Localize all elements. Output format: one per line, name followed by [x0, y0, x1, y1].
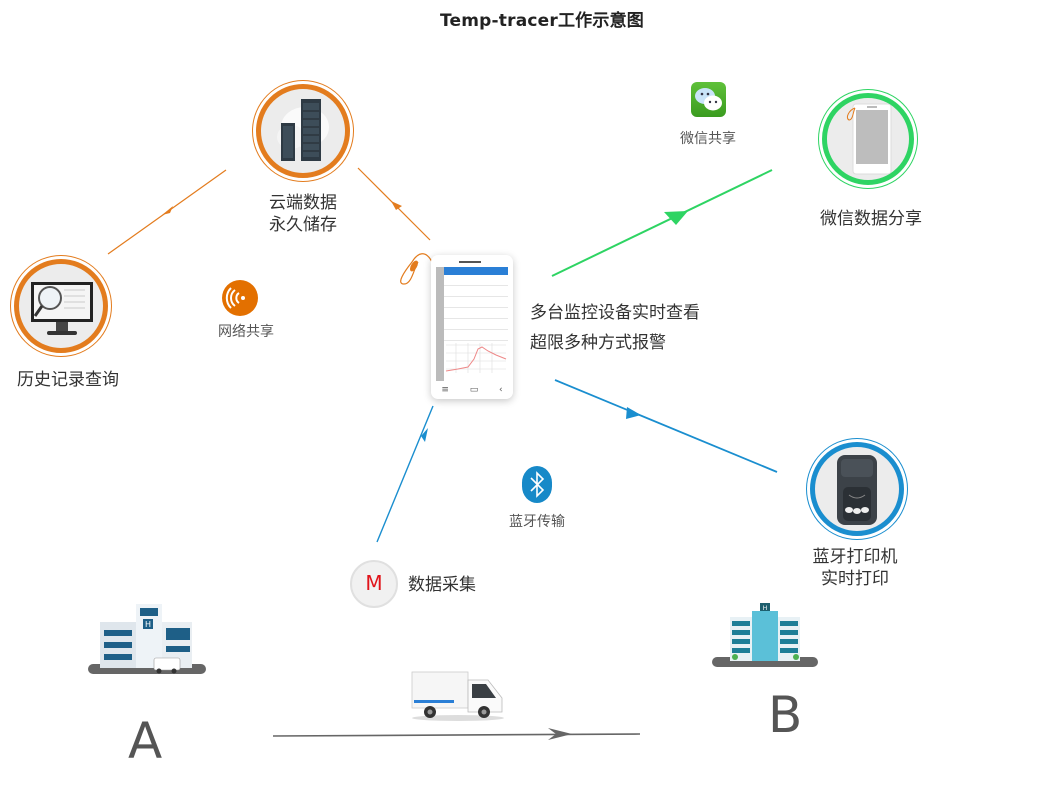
wifi-signal-icon [222, 280, 258, 316]
cloud-storage-label-line1: 云端数据 [269, 193, 337, 213]
bluetooth-printer-node [810, 442, 904, 536]
network-share-label: 网络共享 [218, 324, 274, 340]
monitor-magnifier-icon [31, 282, 93, 335]
lanyard-strap [400, 253, 433, 285]
bluetooth-printer-label-line1: 蓝牙打印机 [812, 547, 898, 567]
phone-speaker [459, 261, 481, 263]
arrow-head-phone-to-printer [626, 407, 641, 419]
svg-text:H: H [145, 620, 151, 629]
bluetooth-icon [522, 466, 552, 503]
diagram-title: Temp-tracer工作示意图 [440, 11, 644, 31]
temperature-curve [445, 343, 507, 373]
transport-line-a-to-b [272, 733, 641, 737]
data-logger-badge: M [350, 560, 398, 608]
server-cloud-icon [277, 99, 329, 161]
delivery-truck-icon [408, 668, 508, 722]
center-phone-description-line2: 超限多种方式报警 [530, 333, 666, 353]
flow-line-collector-to-phone [376, 405, 434, 543]
smartphone-icon [846, 103, 892, 175]
bluetooth-printer-label: 蓝牙打印机 实时打印 [790, 546, 920, 590]
phone-nav-bar: ≡ ▭ ‹ [431, 383, 513, 397]
home-icon: ▭ [469, 385, 479, 395]
bluetooth-printer-icon [837, 455, 877, 525]
cloud-storage-label: 云端数据 永久储存 [258, 192, 348, 236]
phone-app-icon [436, 267, 508, 381]
data-collection-label: 数据采集 [408, 575, 476, 595]
history-query-label: 历史记录查询 [17, 370, 119, 390]
lanyard-clip [410, 260, 418, 272]
wechat-icon [691, 82, 726, 117]
arrow-head-phone-to-wechat [664, 211, 688, 225]
svg-text:H: H [763, 605, 768, 612]
cloud-storage-label-line2: 永久储存 [269, 215, 337, 235]
wechat-share-channel-label: 微信共享 [680, 131, 736, 147]
arrow-head-a-to-b [548, 728, 572, 740]
menu-icon: ≡ [441, 385, 449, 395]
hospital-building-icon: H [84, 600, 209, 680]
destination-label: B [768, 686, 803, 744]
flow-line-phone-to-printer [554, 379, 778, 473]
hospital-building-b-icon: H [710, 603, 820, 671]
wechat-share-node [822, 93, 914, 185]
back-icon: ‹ [498, 385, 503, 395]
center-phone-description-line1: 多台监控设备实时查看 [530, 303, 700, 323]
wechat-share-label: 微信数据分享 [820, 209, 922, 229]
app-header-bar [444, 267, 508, 275]
arrow-head-phone-to-cloud [391, 201, 402, 210]
arrow-head-cloud-to-history [162, 206, 173, 215]
center-phone: ≡ ▭ ‹ [431, 255, 513, 399]
history-query-node [14, 259, 108, 353]
origin-label: A [128, 712, 163, 770]
center-phone-description: 多台监控设备实时查看 超限多种方式报警 [530, 298, 700, 358]
bluetooth-printer-label-line2: 实时打印 [821, 569, 889, 589]
bluetooth-transfer-label: 蓝牙传输 [509, 514, 565, 530]
arrow-head-collector-to-phone [421, 428, 428, 442]
flow-line-phone-to-wechat [551, 169, 773, 277]
cloud-storage-node [256, 84, 350, 178]
